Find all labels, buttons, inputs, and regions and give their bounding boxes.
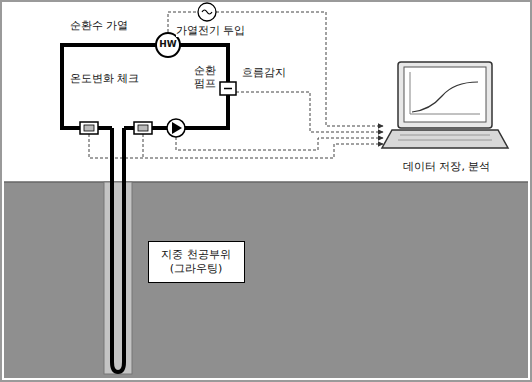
u-tube — [112, 128, 124, 372]
data-analysis-label: 데이터 저장, 분석 — [403, 160, 491, 173]
ground-surface — [4, 181, 528, 183]
loop-pipe — [62, 45, 228, 128]
ground — [4, 182, 528, 378]
circulation-loop — [62, 45, 228, 372]
temp-signal — [143, 134, 144, 158]
power-supply-symbol — [198, 3, 216, 21]
box-text: 지중 천공부위 (그라우팅) — [149, 248, 244, 276]
temperature-sensor — [80, 122, 98, 134]
flow-signal — [236, 92, 383, 132]
flow-sensor-label: 흐름감지 — [242, 66, 286, 79]
borehole-label-box: 지중 천공부위 (그라우팅) — [148, 241, 245, 284]
heater-label: 순환수 가열 — [70, 19, 129, 32]
temp-signal — [89, 134, 383, 158]
pump-label: 순환 펌프 — [192, 64, 218, 90]
power-label: 가열전기 투입 — [176, 24, 246, 37]
laptop-icon — [382, 62, 508, 148]
borehole-grout — [104, 182, 132, 374]
temperature-label: 온도변화 체크 — [70, 72, 140, 85]
signal-lines — [89, 12, 383, 158]
symbol-label: HW — [159, 39, 176, 50]
pump-symbol — [167, 119, 185, 137]
temperature-sensor — [134, 122, 152, 134]
flow-sensor — [220, 82, 236, 95]
